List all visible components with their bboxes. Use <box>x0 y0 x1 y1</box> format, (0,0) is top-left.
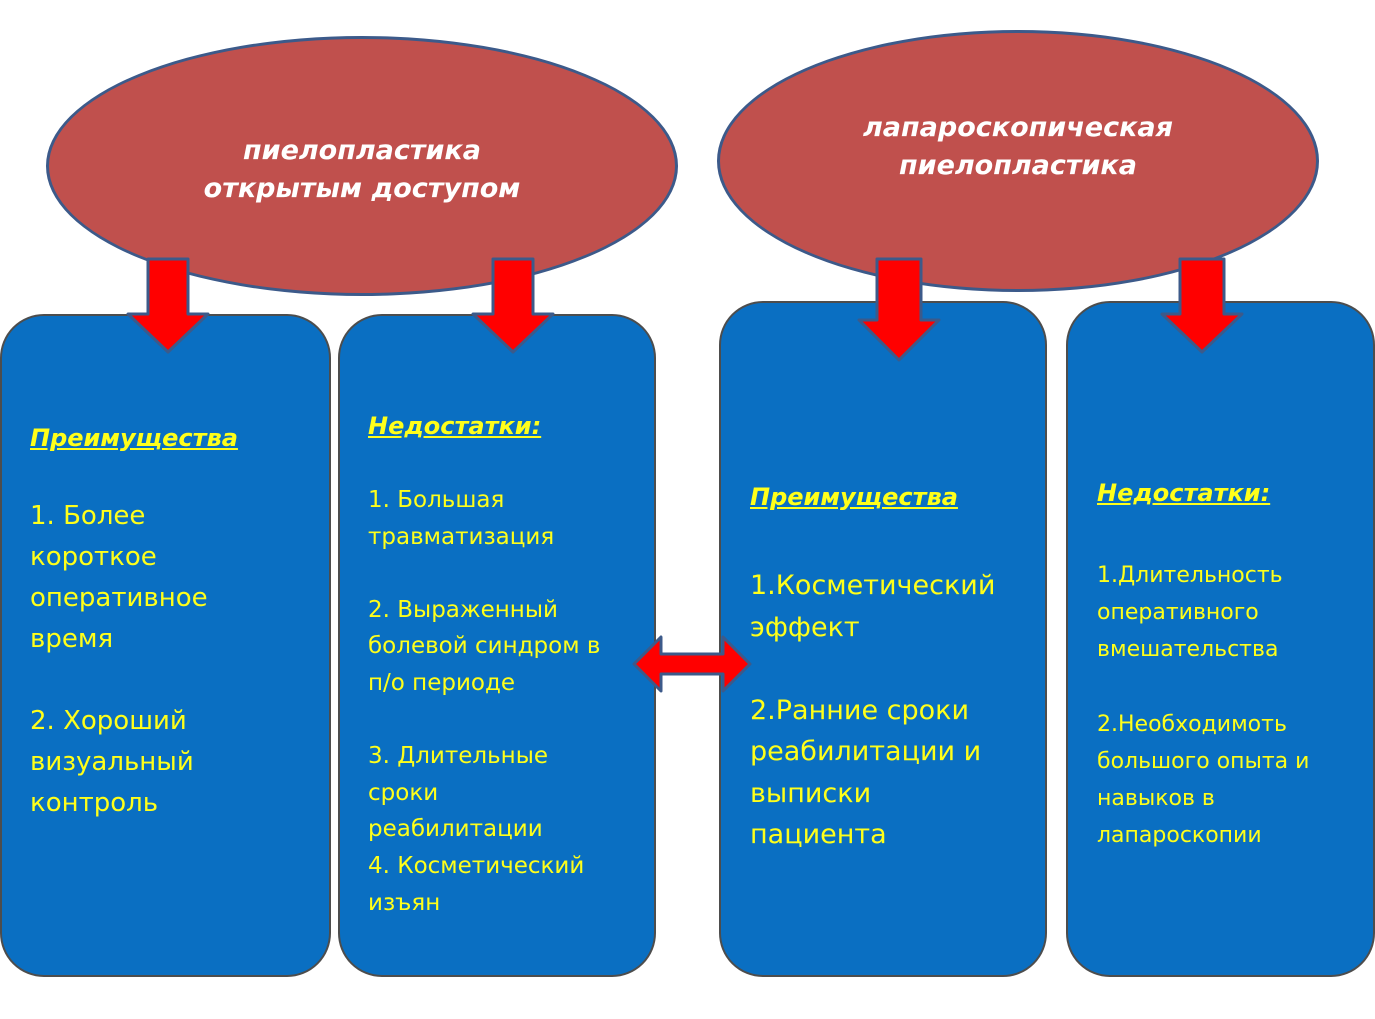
box-body: 1. Более короткое оперативное время 2. Х… <box>30 501 208 818</box>
box-body: 1.Длительность оперативного вмешательств… <box>1097 563 1310 849</box>
ellipse-open-pyeloplasty: пиелопластика открытым доступом <box>46 36 678 296</box>
ellipse-laparoscopic-pyeloplasty: лапароскопическая пиелопластика <box>717 30 1319 292</box>
box-open-disadvantages: Недостатки: 1. Большая травматизация 2. … <box>338 314 656 977</box>
down-arrow-icon <box>1160 257 1244 354</box>
box-lap-disadvantages: Недостатки: 1.Длительность оперативного … <box>1066 301 1375 977</box>
down-arrow-icon <box>126 257 210 354</box>
box-body: 1. Большая травматизация 2. Выраженный б… <box>368 487 601 916</box>
down-arrow-icon <box>857 257 941 362</box>
down-arrow-icon <box>471 257 555 354</box>
box-body: 1.Косметический эффект 2.Ранние сроки ре… <box>750 570 996 850</box>
box-heading: Недостатки: <box>1097 479 1271 507</box>
box-heading: Недостатки: <box>368 412 542 440</box>
box-heading: Преимущества <box>750 483 958 511</box>
box-lap-advantages: Преимущества 1.Косметический эффект 2.Ра… <box>719 301 1047 977</box>
double-arrow-icon <box>632 635 752 693</box>
box-heading: Преимущества <box>30 424 238 452</box>
box-open-advantages: Преимущества 1. Более короткое оперативн… <box>0 314 331 977</box>
